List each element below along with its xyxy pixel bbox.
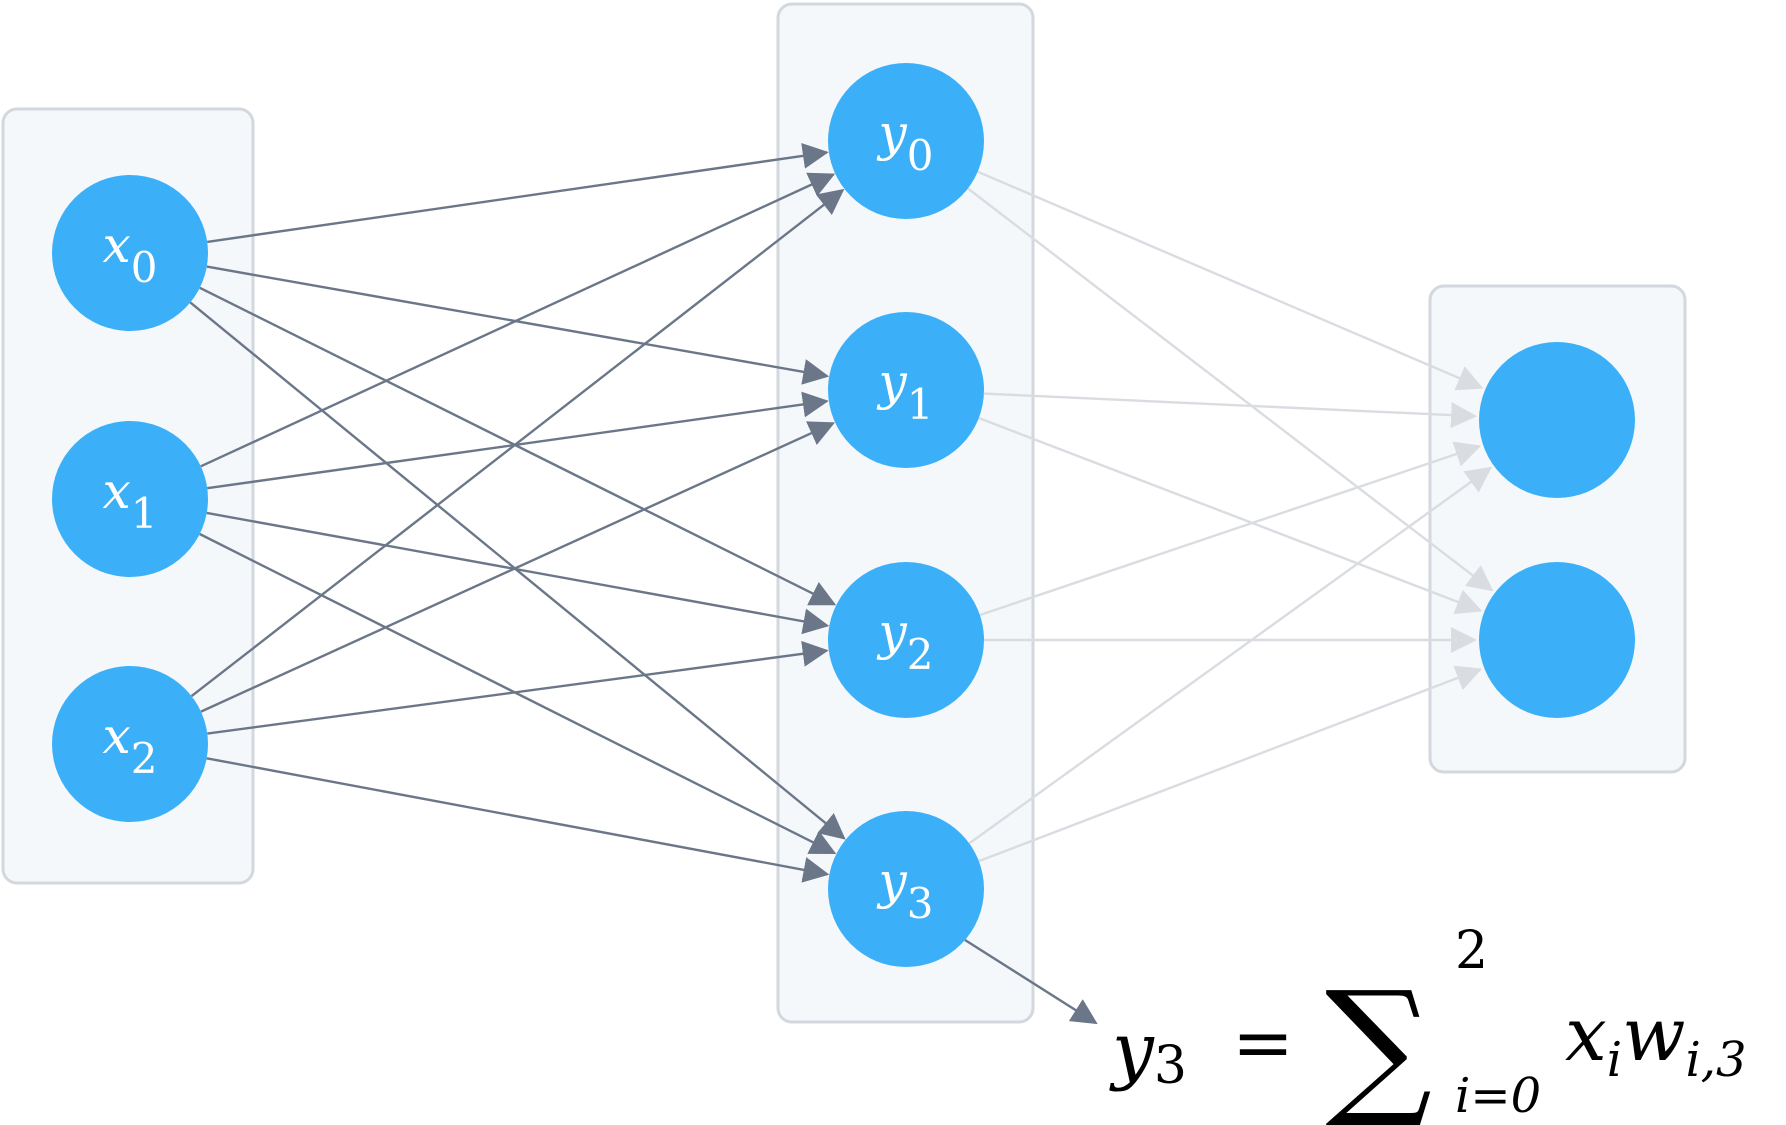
edge-x2-y3 <box>206 757 830 883</box>
hidden-layer-box <box>776 2 1035 1024</box>
equation: y3 = ∑ 2 i=0 xiwi,3 <box>1109 921 1747 1125</box>
edge-x1-y3 <box>199 532 837 855</box>
input-node-x0: x0 <box>52 175 208 331</box>
hidden-node-y2: y2 <box>828 562 984 718</box>
svg-text:y2: y2 <box>877 603 934 679</box>
node-sub: 0 <box>131 243 158 292</box>
node-var: y <box>877 353 908 411</box>
node-sub: 1 <box>907 380 934 429</box>
edge-x0-y2 <box>199 286 837 606</box>
eq-term-w-sub: i,3 <box>1685 1032 1746 1088</box>
edge-x0-y0 <box>207 142 829 244</box>
svg-text:xiwi,3: xiwi,3 <box>1565 992 1747 1088</box>
hidden-node-y3: y3 <box>828 811 984 967</box>
edge-x1-y0 <box>200 172 836 468</box>
input-node-x1: x1 <box>52 421 208 577</box>
input-to-hidden-edges <box>189 142 846 883</box>
edge-y1-out1 <box>978 416 1483 615</box>
node-sub: 2 <box>907 630 934 679</box>
output-node-0 <box>1479 342 1635 498</box>
eq-sum-lower: i=0 <box>1455 1068 1541 1124</box>
node-var: x <box>103 707 131 765</box>
hidden-node-y1: y1 <box>828 312 984 468</box>
edge-y0-out1 <box>967 187 1494 592</box>
edge-x2-y1 <box>200 421 836 713</box>
eq-equals: = <box>1232 1000 1294 1086</box>
svg-text:y1: y1 <box>877 353 934 429</box>
edge-y0-out0 <box>977 170 1484 391</box>
equation-callout-arrow <box>964 938 1098 1025</box>
eq-lhs-var: y <box>1109 1007 1155 1093</box>
output-node-1 <box>1479 562 1635 718</box>
edge-x2-y2 <box>207 640 829 735</box>
edge-y3-out0 <box>968 466 1493 845</box>
node-sub: 1 <box>131 489 158 538</box>
node-var: y <box>877 603 908 661</box>
edge-x2-y0 <box>190 188 845 698</box>
svg-text:y3: y3 <box>1109 1007 1187 1096</box>
node-var: y <box>877 852 908 910</box>
node-sub: 2 <box>131 734 158 783</box>
svg-text:x1: x1 <box>103 462 158 538</box>
node-var: x <box>103 462 131 520</box>
eq-term-w: w <box>1622 992 1685 1078</box>
eq-sum-symbol: ∑ <box>1325 960 1432 1125</box>
svg-text:y3: y3 <box>877 852 934 928</box>
edge-x1-y2 <box>206 511 830 635</box>
node-var: x <box>103 216 131 274</box>
node-var: y <box>877 104 908 162</box>
edge-y2-out0 <box>979 441 1482 617</box>
input-node-x2: x2 <box>52 666 208 822</box>
svg-text:x2: x2 <box>103 707 158 783</box>
edge-y3-out1 <box>978 665 1483 863</box>
node-sub: 0 <box>907 131 934 180</box>
eq-sum-upper: 2 <box>1455 921 1488 981</box>
eq-lhs-sub: 3 <box>1154 1036 1187 1096</box>
svg-text:x0: x0 <box>103 216 158 292</box>
svg-text:y0: y0 <box>877 104 934 180</box>
edge-y1-out0 <box>983 392 1478 429</box>
eq-term-x-sub: i <box>1607 1032 1622 1088</box>
node-sub: 3 <box>907 879 934 928</box>
hidden-to-output-edges <box>967 170 1494 863</box>
hidden-node-y0: y0 <box>828 63 984 219</box>
eq-term-x: x <box>1565 992 1607 1078</box>
